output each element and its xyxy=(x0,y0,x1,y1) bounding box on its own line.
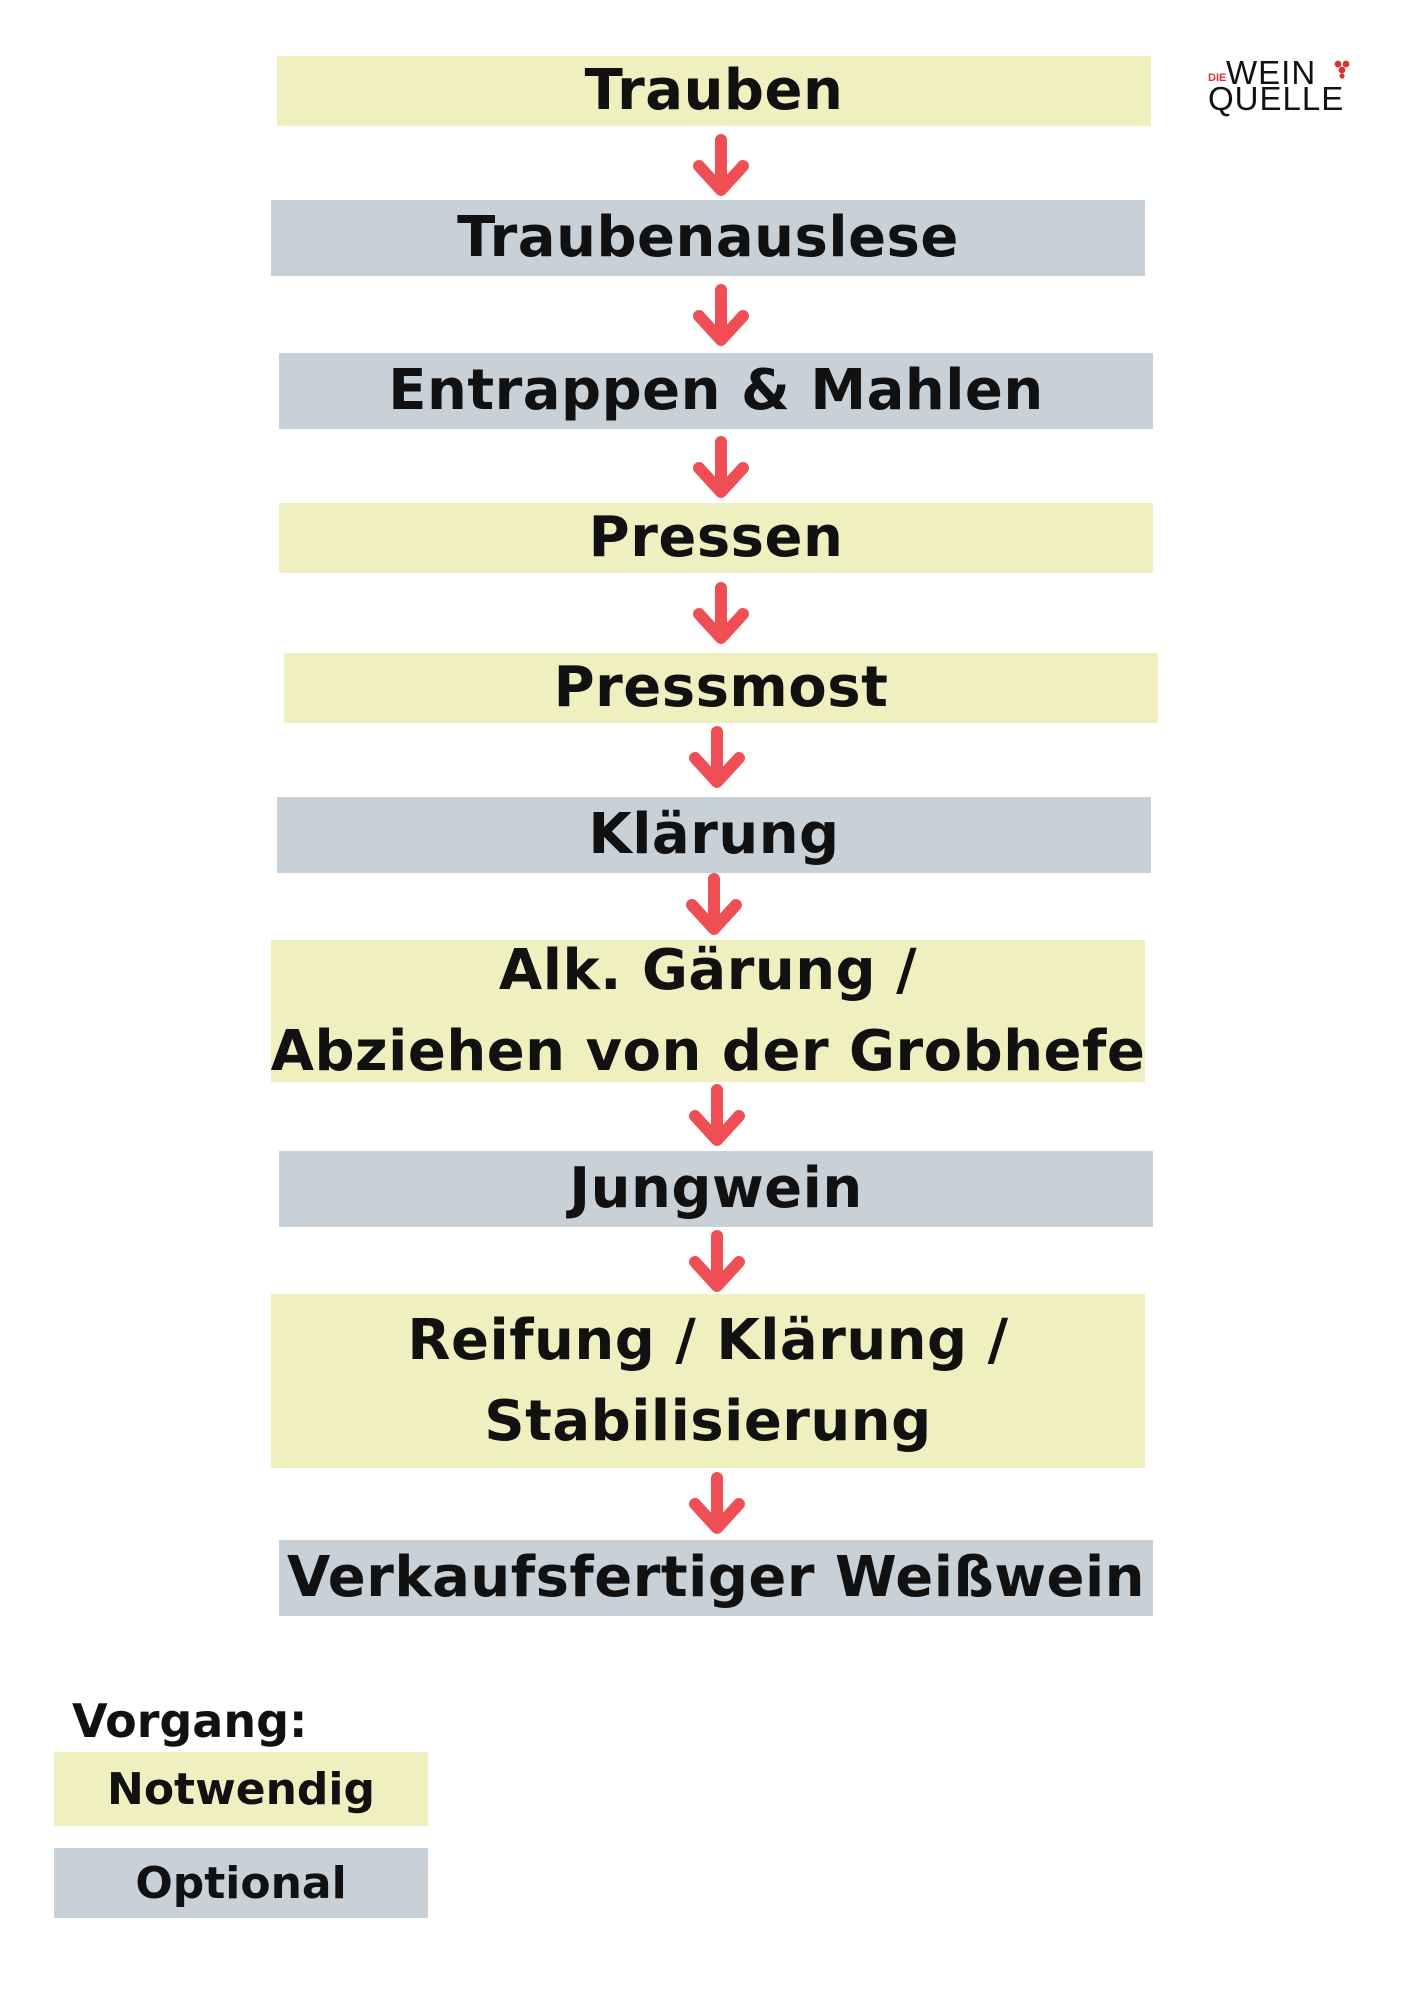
logo: DIE WEIN QUELLE xyxy=(1208,54,1358,118)
legend-required-label: Notwendig xyxy=(107,1763,375,1815)
grape-icon xyxy=(1334,60,1350,79)
arrow-down-icon xyxy=(693,436,749,498)
logo-small-text: DIE xyxy=(1208,72,1227,84)
arrow-down-icon xyxy=(686,873,742,935)
arrow-down-icon xyxy=(689,1084,745,1146)
step-trauben: Trauben xyxy=(277,56,1151,126)
legend-optional: Optional xyxy=(54,1848,428,1918)
arrow-down-icon xyxy=(693,134,749,196)
logo-line-1: WEIN xyxy=(1226,54,1317,91)
step-label: Entrappen & Mahlen xyxy=(388,357,1044,423)
step-label-line-2: Stabilisierung xyxy=(484,1389,932,1454)
step-label-line-1: Alk. Gärung / xyxy=(498,937,918,1003)
step-traubenauslese: Traubenauslese xyxy=(271,200,1145,276)
legend-optional-label: Optional xyxy=(135,1857,347,1909)
logo-line-2: QUELLE xyxy=(1208,80,1345,117)
arrow-down-icon xyxy=(689,1230,745,1292)
step-pressmost: Pressmost xyxy=(284,653,1158,723)
step-label: Verkaufsfertiger Weißwein xyxy=(286,1544,1146,1610)
step-label: Jungwein xyxy=(569,1155,863,1221)
step-alk-gaerung: Alk. Gärung / Abziehen von der Grobhefe xyxy=(271,938,1145,1084)
legend-title: Vorgang: xyxy=(72,1694,308,1748)
step-pressen: Pressen xyxy=(279,503,1153,573)
arrow-down-icon xyxy=(689,726,745,788)
step-jungwein: Jungwein xyxy=(279,1151,1153,1227)
step-label: Pressen xyxy=(588,504,844,570)
step-label: Klärung xyxy=(588,801,840,867)
arrow-down-icon xyxy=(693,284,749,346)
step-entrappen-mahlen: Entrappen & Mahlen xyxy=(279,353,1153,429)
arrow-down-icon xyxy=(689,1472,745,1534)
step-label-line-1: Reifung / Klärung / xyxy=(407,1307,1009,1373)
step-reifung: Reifung / Klärung / Stabilisierung xyxy=(271,1294,1145,1468)
step-label: Trauben xyxy=(584,57,844,123)
step-label-line-2: Abziehen von der Grobhefe xyxy=(270,1019,1146,1084)
arrow-down-icon xyxy=(693,582,749,644)
step-klaerung: Klärung xyxy=(277,797,1151,873)
step-verkaufsfertiger-weisswein: Verkaufsfertiger Weißwein xyxy=(279,1540,1153,1616)
legend-required: Notwendig xyxy=(54,1752,428,1826)
step-label: Traubenauslese xyxy=(457,204,959,270)
step-label: Pressmost xyxy=(553,654,889,720)
